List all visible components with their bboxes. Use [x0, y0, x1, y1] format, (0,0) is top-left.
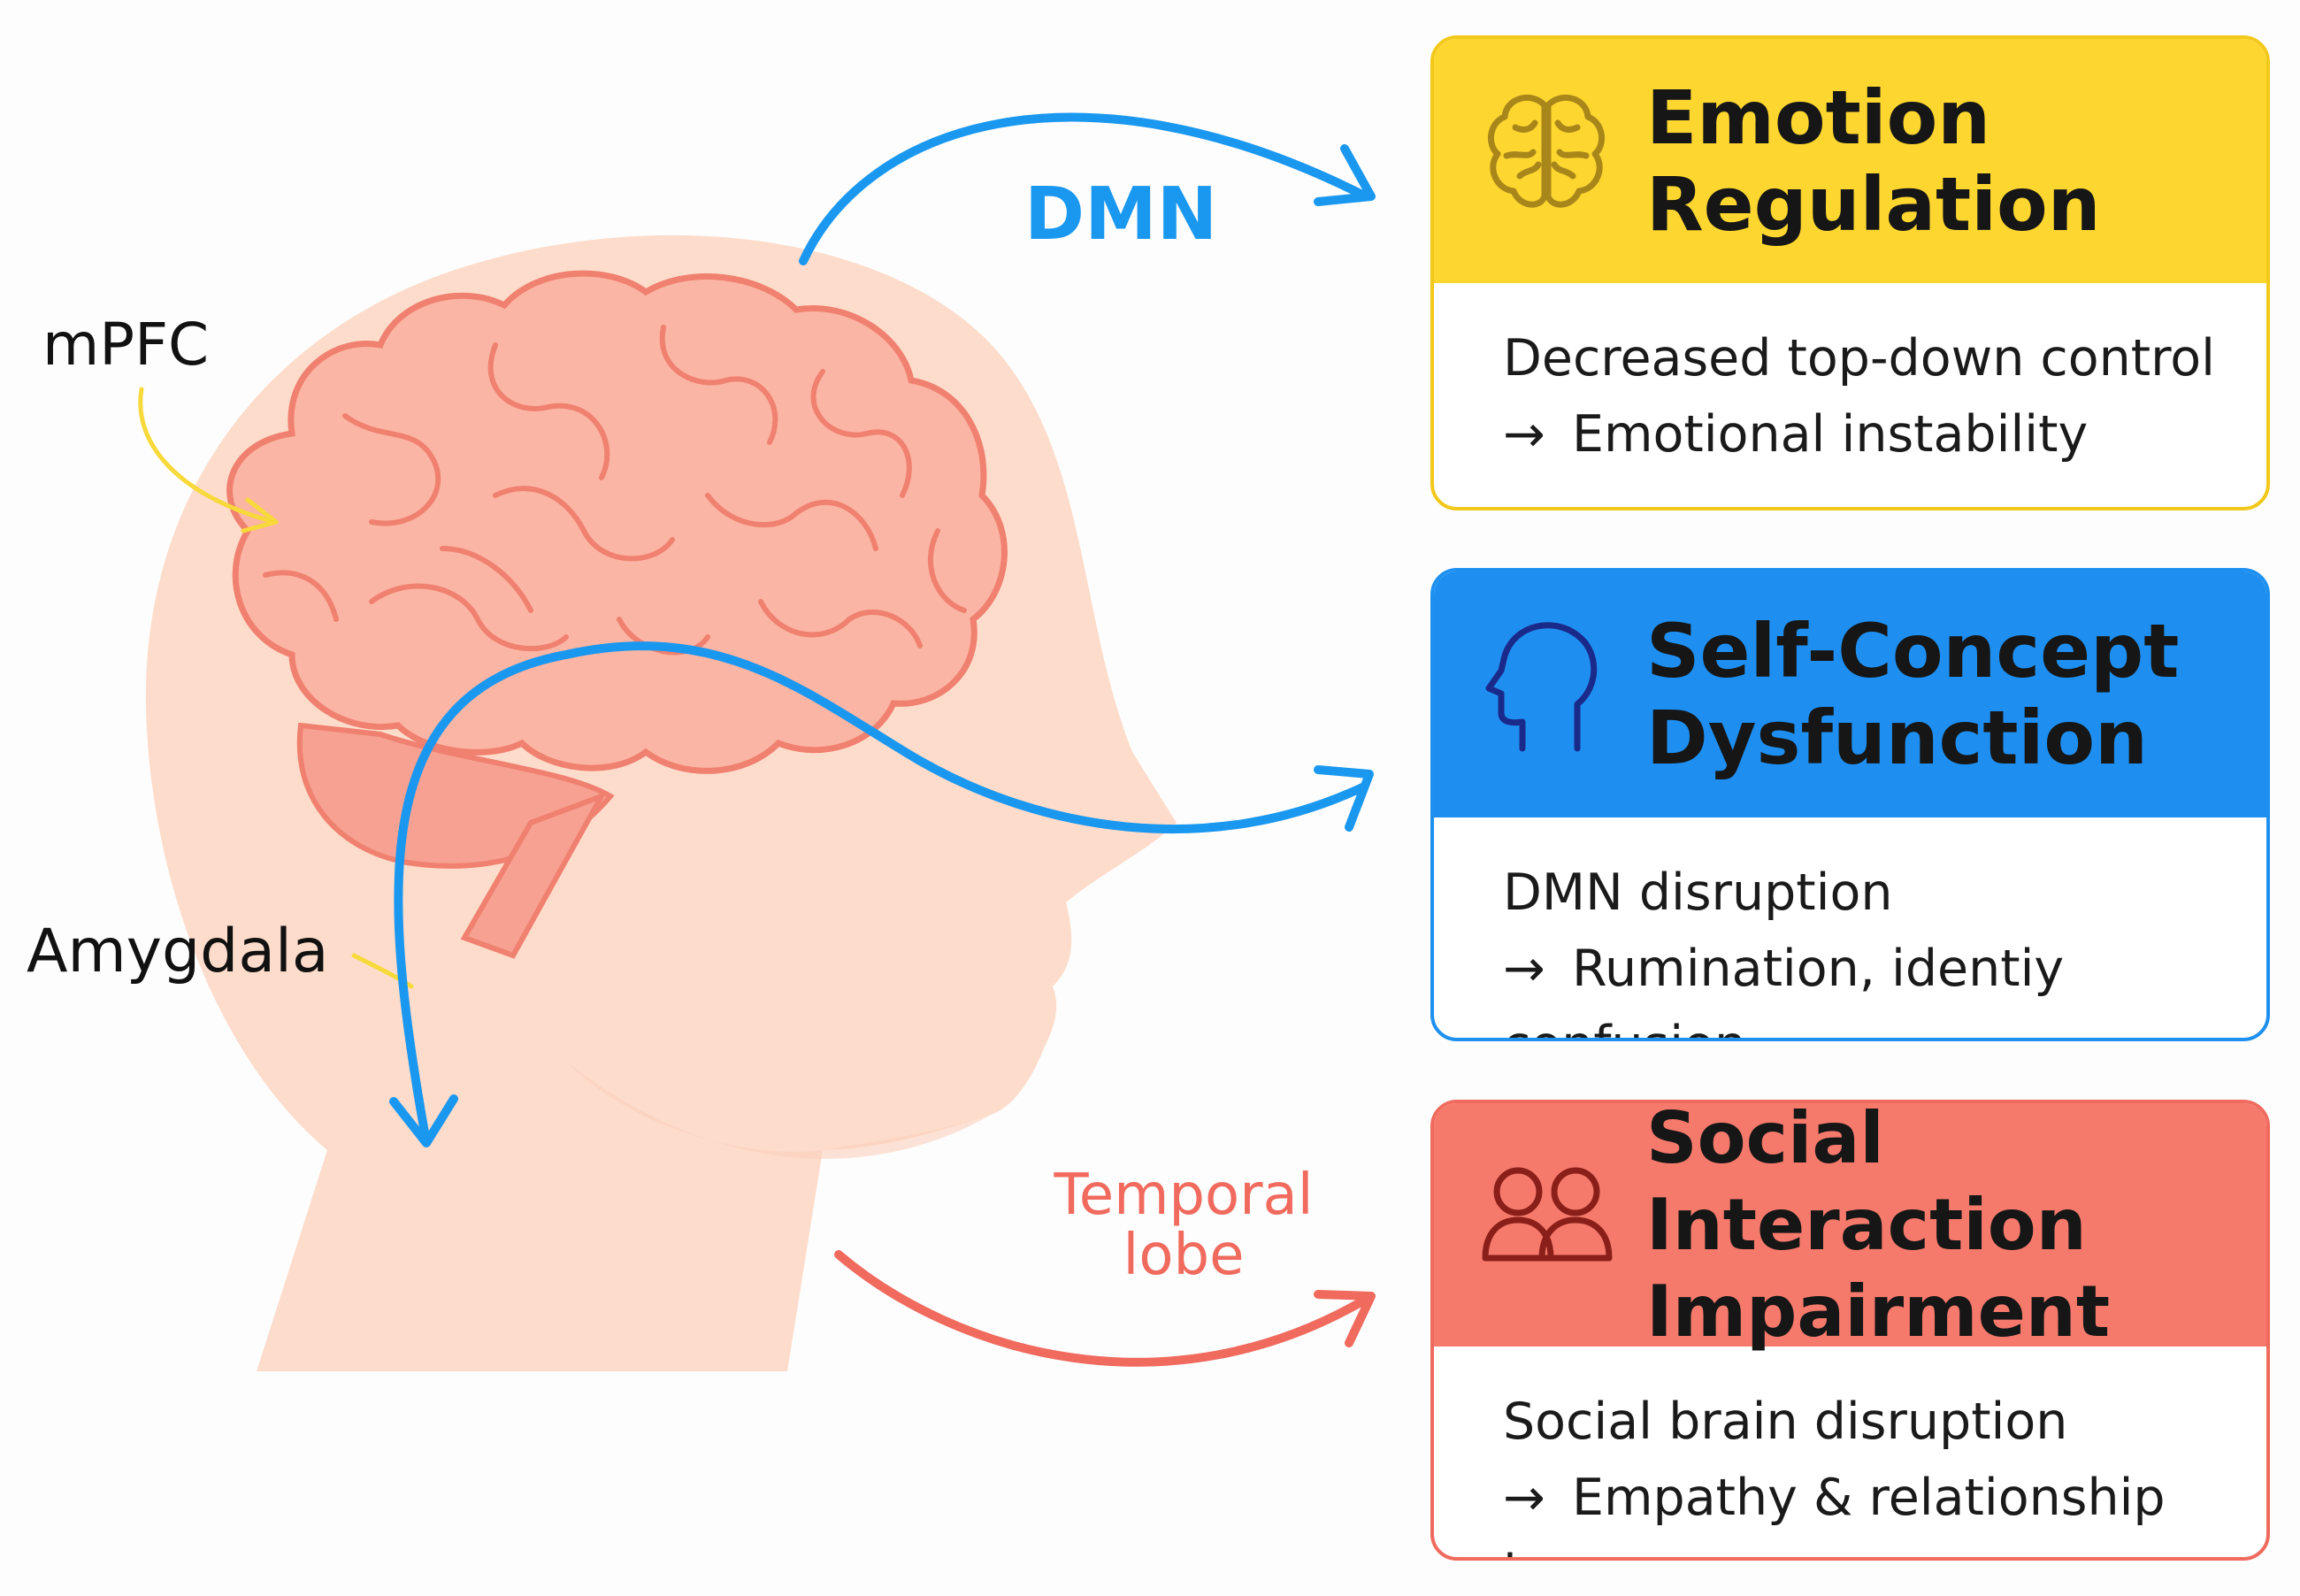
- card-body: Social brain disruption →Empathy & relat…: [1434, 1347, 2266, 1557]
- right-arrow-icon: →: [1503, 1469, 1545, 1527]
- card-emotion-regulation: Emotion Regulation Decreased top-down co…: [1430, 35, 2270, 510]
- card-body-line2-row: → Emotional instability: [1503, 396, 2266, 472]
- brain-icon: [1488, 95, 1605, 208]
- card-self-concept-dysfunction: Self-Concept Dysfunction DMN disruption …: [1430, 568, 2270, 1041]
- dmn-label: DMN: [1024, 173, 1217, 257]
- people-icon: [1482, 1167, 1613, 1262]
- cerebrum: [226, 270, 1008, 774]
- card-body-line2: Empathy & relationship issues: [1503, 1469, 2166, 1557]
- mpfc-pointer-head: [241, 497, 279, 533]
- card-body-line1: DMN disruption: [1503, 863, 1893, 922]
- card-title-line2: Dysfunction: [1646, 694, 2148, 781]
- temporal-lobe-label-line1: Temporal: [1053, 1162, 1313, 1228]
- card-header: Social Interaction Impairment: [1434, 1100, 2266, 1353]
- dmn-arrow-top-head: [1314, 144, 1376, 206]
- card-body-line2-row: →Rumination, identiy confusion: [1503, 931, 2266, 1038]
- head-profile-icon: [1485, 622, 1598, 752]
- card-body-line2-row: →Empathy & relationship issues: [1503, 1460, 2266, 1557]
- dmn-arrow-mid: [394, 641, 1367, 1137]
- card-title-line2: Impairment: [1646, 1270, 2111, 1353]
- brain-gyri: [263, 325, 967, 656]
- right-arrow-icon: →: [1503, 405, 1545, 464]
- card-header: Emotion Regulation: [1434, 39, 2266, 283]
- amygdala-label: Amygdala: [27, 917, 329, 986]
- temporal-arrow-head: [1314, 1290, 1376, 1347]
- card-body-line2: Rumination, identiy confusion: [1503, 940, 2065, 1038]
- card-body-line1: Decreased top-down control: [1503, 329, 2216, 387]
- card-title-line1: Self-Concept: [1646, 608, 2180, 694]
- brain-stem: [460, 791, 608, 959]
- temporal-arrow: [834, 1250, 1371, 1367]
- dmn-arrow-mid-head: [1314, 765, 1374, 832]
- card-social-interaction-impairment: Social Interaction Impairment Social bra…: [1430, 1100, 2270, 1561]
- dmn-arrow-top: [799, 112, 1367, 265]
- temporal-lobe-label-line2: lobe: [1123, 1223, 1245, 1288]
- mpfc-label: mPFC: [42, 311, 209, 379]
- card-header: Self-Concept Dysfunction: [1434, 572, 2266, 817]
- dmn-arrow-down-head: [389, 1094, 458, 1147]
- card-body: Decreased top-down control → Emotional in…: [1434, 283, 2266, 472]
- card-body-line1: Social brain disruption: [1503, 1393, 2068, 1451]
- card-title-line2: Regulation: [1646, 161, 2101, 248]
- card-title-line1: Social Interaction: [1646, 1100, 2087, 1266]
- card-title-line1: Emotion: [1646, 74, 1991, 161]
- mpfc-pointer-arrow: [138, 387, 277, 525]
- right-arrow-icon: →: [1503, 940, 1545, 998]
- card-body-line2: Emotional instability: [1572, 405, 2089, 464]
- amygdala-pointer: [351, 953, 414, 989]
- card-body: DMN disruption →Rumination, identiy conf…: [1434, 817, 2266, 1038]
